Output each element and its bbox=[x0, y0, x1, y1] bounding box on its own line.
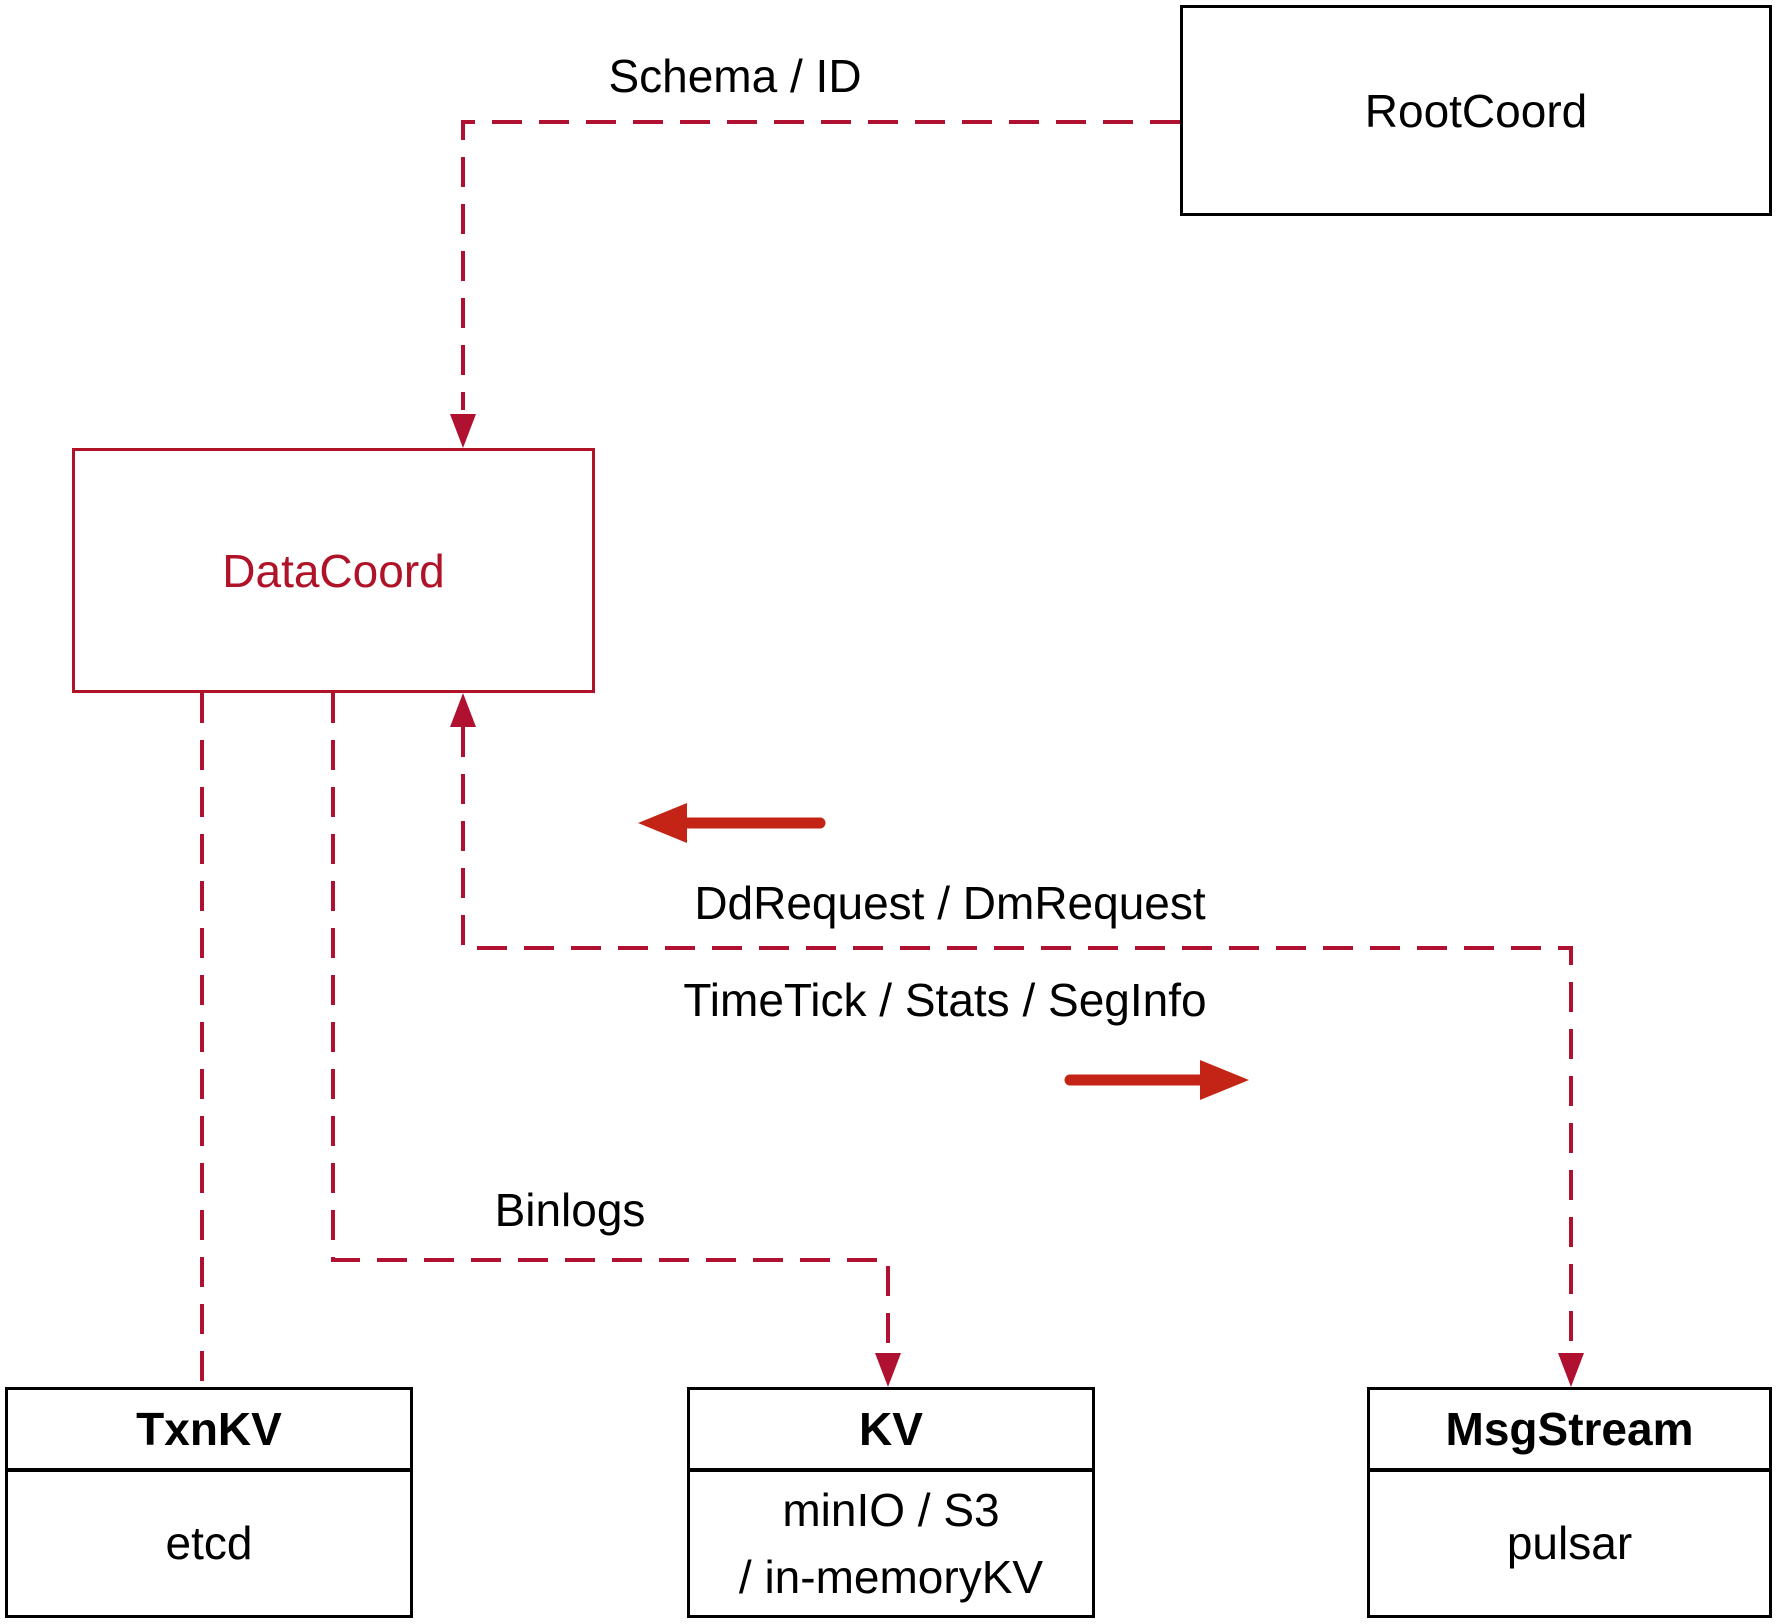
datacoord-node: DataCoord bbox=[72, 448, 595, 693]
datacoord-title: DataCoord bbox=[222, 544, 445, 597]
rootcoord-title: RootCoord bbox=[1364, 84, 1588, 137]
kv-body-line2: / in-memoryKV bbox=[738, 1550, 1044, 1603]
txnkv-title: TxnKV bbox=[8, 1390, 410, 1472]
kv-title: KV bbox=[690, 1390, 1092, 1472]
edge-msgstream-datacoord-line bbox=[461, 727, 1573, 1350]
arrowhead-down-into-msgstream-icon bbox=[1558, 1353, 1584, 1387]
edge-label-binlogs: Binlogs bbox=[494, 1184, 646, 1236]
right-direction-arrow-icon bbox=[1200, 1060, 1249, 1100]
edge-schema-id-line bbox=[461, 120, 1180, 410]
msgstream-node: MsgStream pulsar bbox=[1367, 1387, 1772, 1618]
arrowhead-up-into-datacoord-icon bbox=[450, 693, 476, 727]
edge-label-schema-id: Schema / ID bbox=[608, 50, 862, 102]
msgstream-body: pulsar bbox=[1506, 1517, 1633, 1570]
txnkv-node: TxnKV etcd bbox=[5, 1387, 413, 1618]
kv-node: KV minIO / S3 / in-memoryKV bbox=[687, 1387, 1095, 1618]
arrowhead-down-into-datacoord-icon bbox=[450, 414, 476, 448]
msgstream-title: MsgStream bbox=[1370, 1390, 1769, 1472]
kv-body-line1: minIO / S3 bbox=[782, 1483, 1000, 1536]
rootcoord-node: RootCoord bbox=[1180, 5, 1772, 216]
edge-label-timetick-stats-seginfo: TimeTick / Stats / SegInfo bbox=[683, 974, 1207, 1026]
left-direction-arrow-icon bbox=[638, 803, 687, 843]
txnkv-body: etcd bbox=[165, 1517, 253, 1570]
edge-label-ddrequest-dmrequest: DdRequest / DmRequest bbox=[694, 877, 1206, 929]
arrowhead-down-into-kv-icon bbox=[875, 1353, 901, 1387]
